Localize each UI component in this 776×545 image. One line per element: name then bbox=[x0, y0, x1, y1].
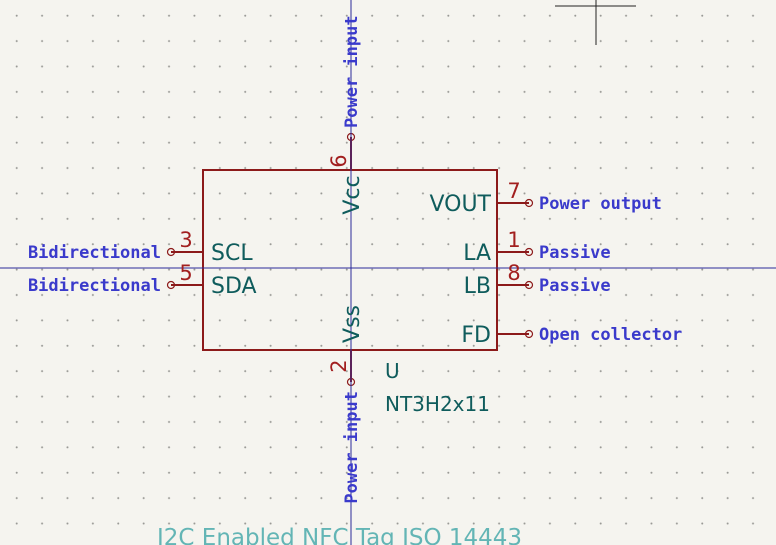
pin-3-number: 3 bbox=[179, 228, 192, 252]
pin-8-type: Passive bbox=[539, 276, 611, 296]
pin-1-name: LA bbox=[463, 241, 491, 266]
pin-1-end-icon bbox=[524, 247, 534, 257]
pin-6-number: 6 bbox=[327, 154, 351, 167]
component-value[interactable]: NT3H2x11 bbox=[385, 392, 490, 416]
pin-6-type: Power input bbox=[342, 15, 362, 128]
pin-2-type: Power input bbox=[342, 391, 362, 504]
pin-6-name: Vcc bbox=[340, 175, 365, 214]
pin-2-name: Vss bbox=[340, 305, 365, 343]
pin-5-end-icon bbox=[166, 280, 176, 290]
pin-2-number: 2 bbox=[327, 359, 351, 372]
pin-3-type: Bidirectional bbox=[28, 243, 161, 263]
pin-8-end-icon bbox=[524, 280, 534, 290]
pin-7-type: Power output bbox=[539, 194, 662, 214]
cursor-crosshair-icon bbox=[555, 0, 636, 45]
component-description: I2C Enabled NFC Tag ISO 14443 bbox=[157, 525, 522, 545]
pin-3-end-icon bbox=[166, 247, 176, 257]
pin-8-name: LB bbox=[464, 274, 491, 299]
pin-5-name: SDA bbox=[211, 274, 257, 299]
pin-7-number: 7 bbox=[507, 179, 520, 203]
pin-5-type: Bidirectional bbox=[28, 276, 161, 296]
pin-8-number: 8 bbox=[507, 261, 520, 285]
pin-5-number: 5 bbox=[179, 261, 192, 285]
pin-7-name: VOUT bbox=[429, 192, 491, 217]
pin-fd-name: FD bbox=[461, 323, 491, 348]
pin-1-number: 1 bbox=[507, 228, 520, 252]
pin-fd-end-icon bbox=[524, 329, 534, 339]
component-reference[interactable]: U bbox=[385, 359, 400, 383]
pin-fd-type: Open collector bbox=[539, 325, 682, 345]
pin-7-end-icon bbox=[524, 198, 534, 208]
pin-3-name: SCL bbox=[211, 241, 253, 266]
pin-1-type: Passive bbox=[539, 243, 611, 263]
